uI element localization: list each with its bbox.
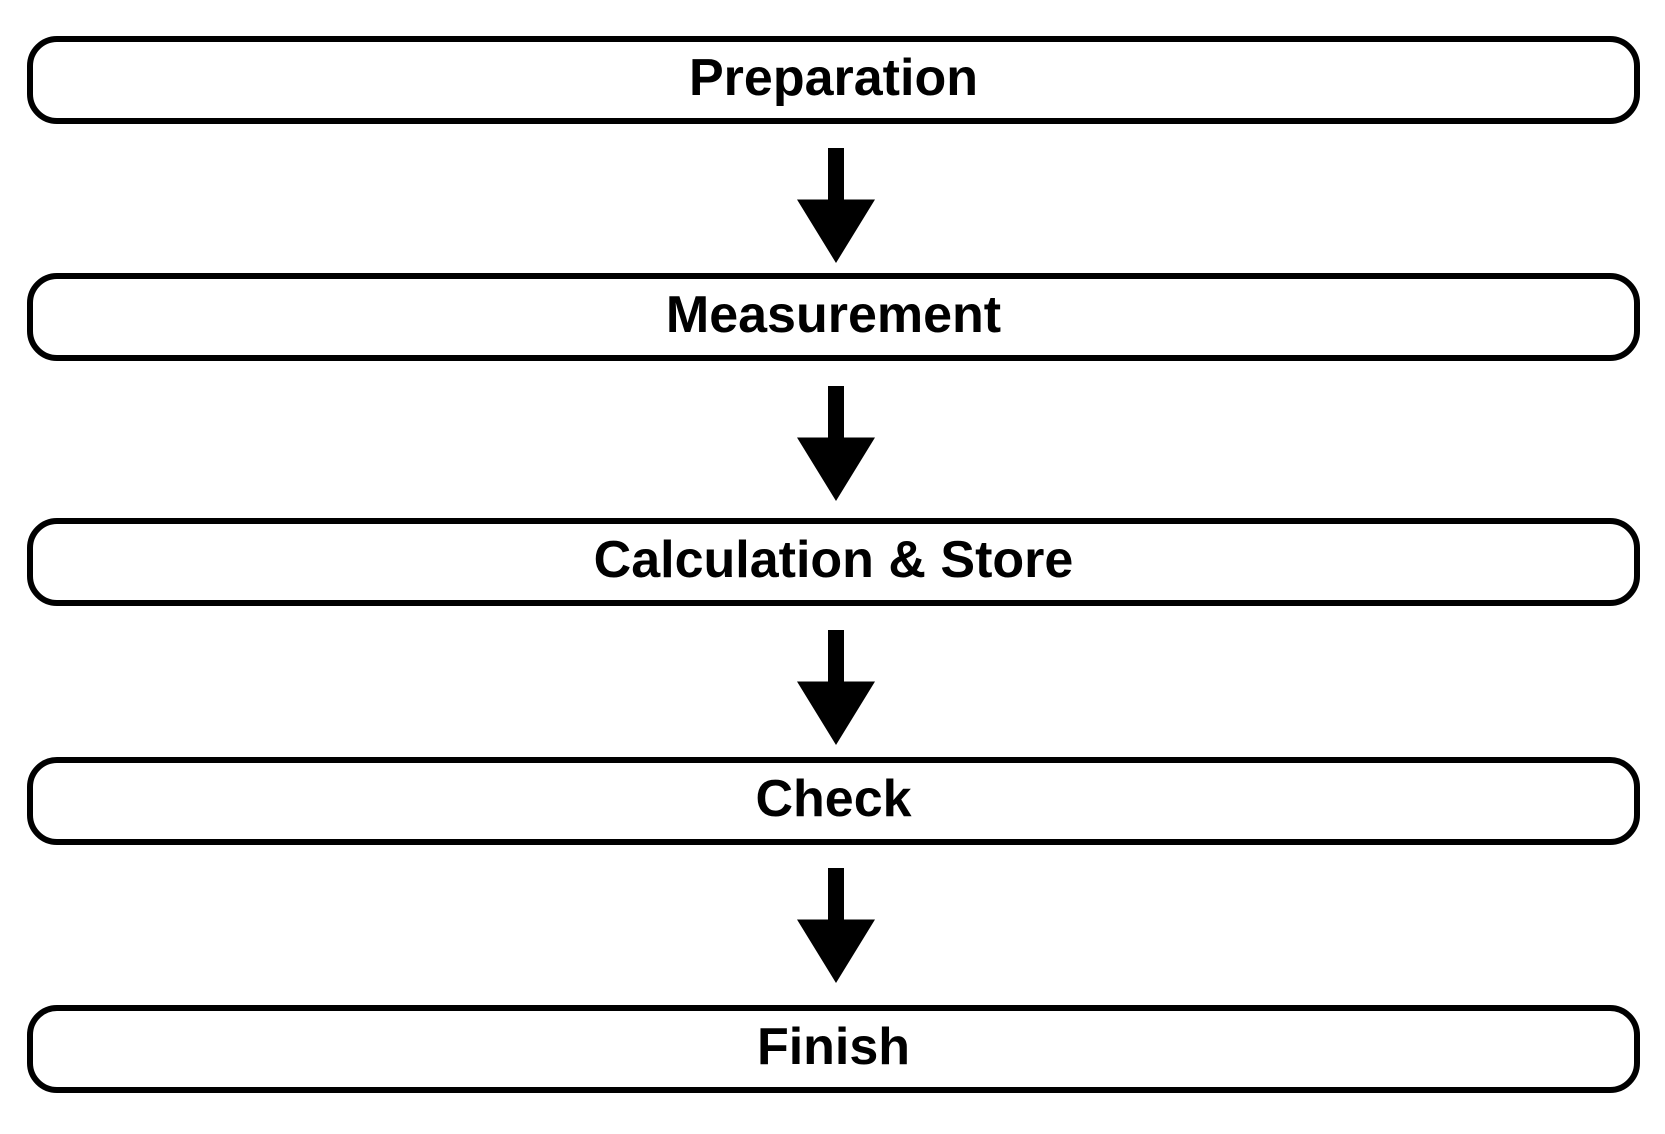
step-label-measurement: Measurement [665, 286, 1002, 344]
down-arrow-icon [797, 630, 875, 745]
step-label-preparation: Preparation [689, 49, 978, 107]
down-arrow-icon [797, 386, 875, 501]
step-label-finish: Finish [756, 1018, 911, 1076]
step-label-check: Check [755, 770, 912, 828]
step-box-preparation: Preparation [27, 36, 1640, 124]
step-box-calculation-store: Calculation & Store [27, 518, 1640, 606]
down-arrow-icon [797, 148, 875, 263]
step-box-finish: Finish [27, 1005, 1640, 1093]
down-arrow-icon [797, 868, 875, 983]
step-box-check: Check [27, 757, 1640, 845]
step-label-calculation-store: Calculation & Store [593, 531, 1074, 589]
step-box-measurement: Measurement [27, 273, 1640, 361]
